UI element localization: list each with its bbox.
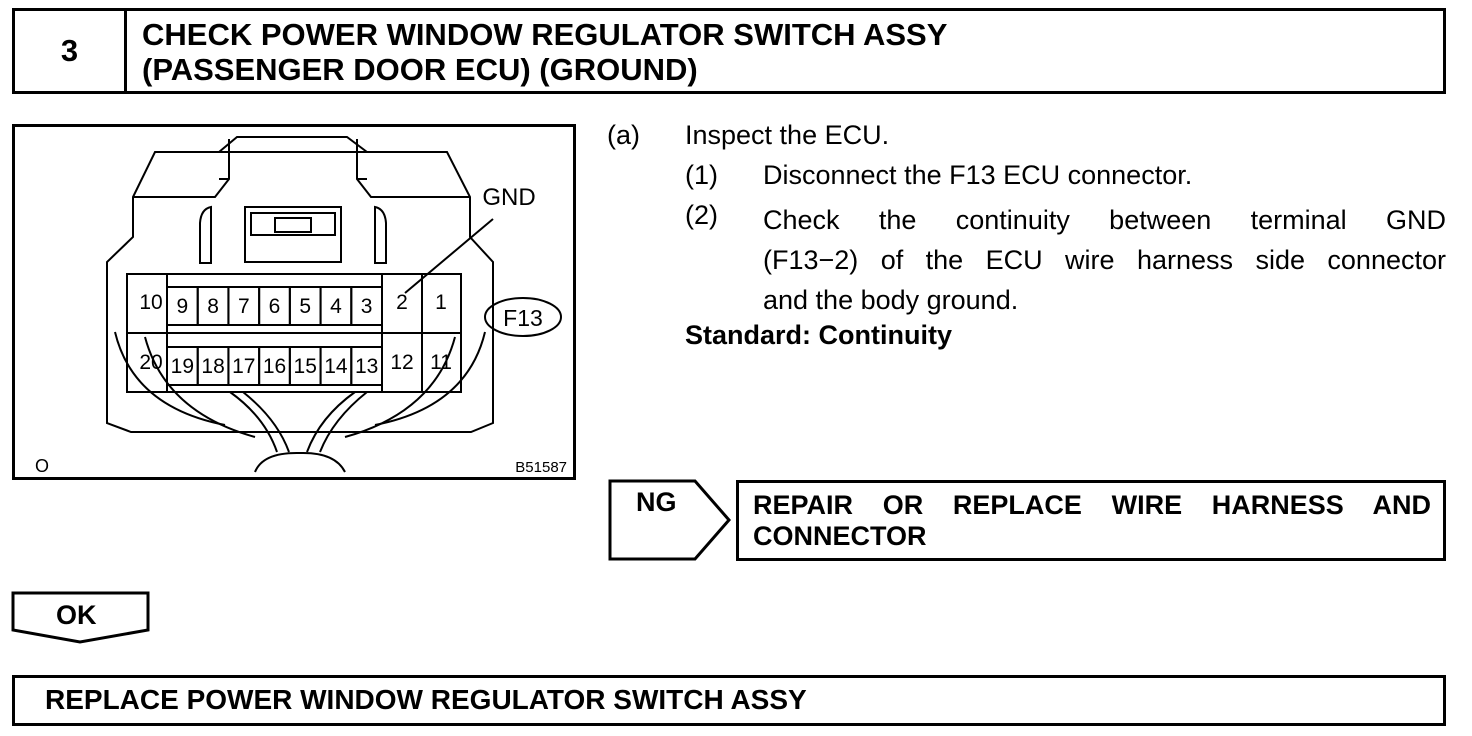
ok-label: OK (56, 600, 97, 630)
gnd-label: GND (482, 184, 535, 211)
pin-label-11: 11 (430, 351, 452, 374)
pin-label-1: 1 (435, 291, 447, 314)
pin-label-5: 5 (299, 295, 311, 318)
step2-text: Check the continuity between terminal GN… (763, 200, 1446, 320)
ok-arrow-icon (11, 591, 150, 644)
corner-code: O (35, 456, 49, 476)
step1-text: Disconnect the F13 ECU connector. (763, 160, 1193, 190)
pin-label-8: 8 (207, 295, 219, 318)
final-action-box: REPLACE POWER WINDOW REGULATOR SWITCH AS… (12, 675, 1446, 726)
pin-label-17: 17 (232, 355, 255, 378)
step-header: 3 CHECK POWER WINDOW REGULATOR SWITCH AS… (12, 8, 1446, 94)
ng-action-line2: CONNECTOR (753, 521, 927, 551)
step2-line3: and the body ground. (763, 285, 1019, 315)
pin-label-4: 4 (330, 295, 342, 318)
step-title: CHECK POWER WINDOW REGULATOR SWITCH ASSY… (142, 17, 947, 87)
ng-arrow-icon (608, 479, 731, 561)
pin-label-7: 7 (238, 295, 250, 318)
ng-action-box: REPAIR OR REPLACE WIRE HARNESS AND CONNE… (736, 480, 1446, 561)
pin-label-15: 15 (294, 355, 317, 378)
step-number: 3 (15, 11, 127, 91)
pin-label-18: 18 (201, 355, 224, 378)
step1-label: (1) (685, 160, 718, 190)
step2-line1: Check the continuity between terminal GN… (763, 205, 1446, 235)
pin-label-20: 20 (139, 351, 162, 374)
pin-label-13: 13 (355, 355, 378, 378)
pin-label-6: 6 (269, 295, 281, 318)
step-title-line1: CHECK POWER WINDOW REGULATOR SWITCH ASSY (142, 17, 948, 52)
pin-label-9: 9 (177, 295, 189, 318)
pin-label-2: 2 (396, 291, 408, 314)
substep-a-text: Inspect the ECU. (685, 120, 890, 150)
pin-cell (350, 286, 383, 326)
standard-spec: Standard: Continuity (685, 320, 952, 350)
pin-label-14: 14 (324, 355, 348, 378)
pin-cell (350, 346, 383, 386)
ng-label: NG (636, 487, 677, 517)
pin-label-10: 10 (139, 291, 162, 314)
figure-id: B51587 (515, 459, 567, 476)
step2-label: (2) (685, 200, 718, 230)
pin-label-12: 12 (390, 351, 413, 374)
pin-label-16: 16 (263, 355, 286, 378)
final-action-text: REPLACE POWER WINDOW REGULATOR SWITCH AS… (45, 684, 807, 715)
step2-line2: (F13−2) of the ECU wire harness side con… (763, 245, 1446, 275)
step-title-line2: (PASSENGER DOOR ECU) (GROUND) (142, 52, 698, 87)
ng-action-line1: REPAIR OR REPLACE WIRE HARNESS AND (753, 490, 1431, 520)
pin-label-19: 19 (171, 355, 194, 378)
substep-a-label: (a) (607, 120, 640, 150)
connector-id-label: F13 (503, 305, 543, 331)
pin-label-3: 3 (361, 295, 373, 318)
